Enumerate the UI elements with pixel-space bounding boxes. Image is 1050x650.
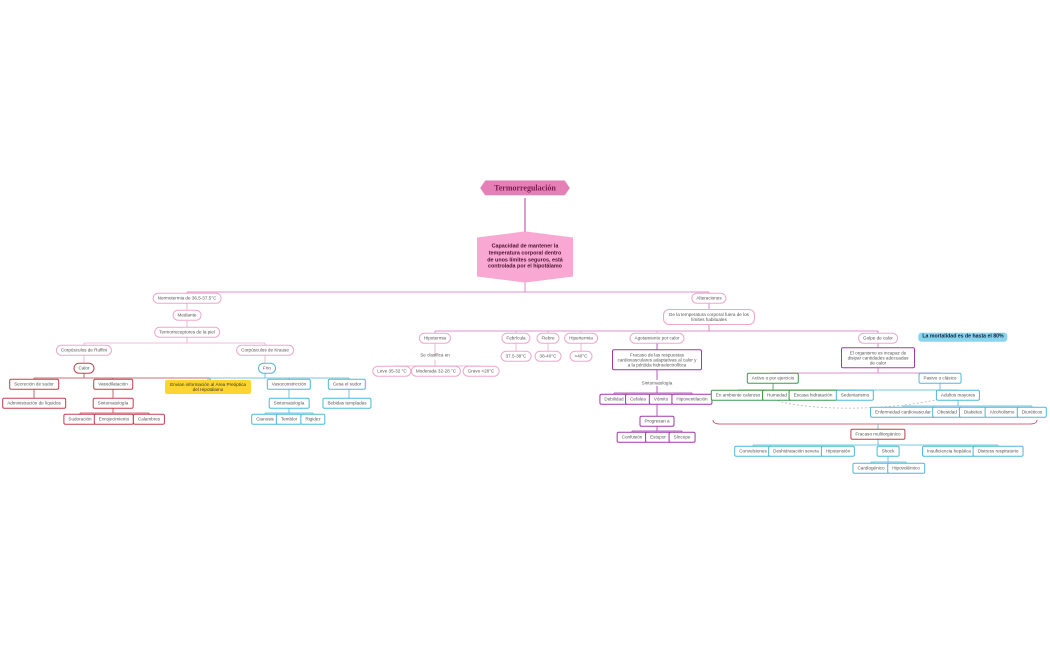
frio-node[interactable]: Frio (258, 362, 276, 374)
hipertermia-node[interactable]: Hipertermia (564, 332, 598, 344)
confusion-node[interactable]: Confusión (616, 431, 648, 443)
cardiogenico-node[interactable]: Cardiogénico (852, 462, 890, 474)
hipoventilacion-node[interactable]: Hipoventilación (671, 393, 713, 405)
hipotension-node[interactable]: Hipotensión (820, 445, 856, 457)
cefalea-node[interactable]: Cefalea (625, 393, 651, 405)
rigidez-node[interactable]: Rigidez (300, 413, 326, 425)
administracion-node[interactable]: Administración de líquidos (2, 397, 66, 409)
humedad-node[interactable]: Humedad (762, 389, 792, 401)
cesa-sudor-node[interactable]: Cesa el sudor (327, 378, 367, 390)
progresan-node[interactable]: Progresan a (639, 415, 675, 427)
alteraciones-definicion-node[interactable]: De la temperatura corporal fuera de los … (663, 309, 755, 325)
activo-node[interactable]: Activo o por ejercicio (746, 372, 800, 384)
sudoracion-node[interactable]: Sudoración (63, 413, 97, 425)
enfermedad-node[interactable]: Enfermedad cardiovascular (870, 406, 936, 418)
hidratacion-node[interactable]: Escasa hidratación (788, 389, 838, 401)
hipertermia-value-node[interactable]: >40°C (569, 350, 593, 362)
enrojecimiento-node[interactable]: Enrojecimiento (93, 413, 135, 425)
fracaso-respuestas-node[interactable]: Fracaso de las respuestas cardiovascular… (612, 349, 702, 371)
enviar-informacion-node[interactable]: Envían información al Área Preóptica del… (165, 380, 251, 394)
ambiente-node[interactable]: En ambiente caluroso (710, 389, 766, 401)
leve-node[interactable]: Leve 35-32 °C (372, 365, 412, 377)
calambres-node[interactable]: Calambres (132, 413, 166, 425)
mediante-node[interactable]: Mediante (172, 309, 202, 321)
moderada-node[interactable]: Moderada 32-28 °C (410, 365, 462, 377)
deshidratacion-node[interactable]: Deshidratación severa (768, 445, 824, 457)
sintomatologia-frio-node[interactable]: Sintomatología (268, 397, 310, 409)
adultos-node[interactable]: Adultos mayores (935, 389, 981, 401)
ruffini-node[interactable]: Corpúsculos de Ruffini (55, 344, 113, 356)
grave-node[interactable]: Grave <28°C (462, 365, 500, 377)
fiebre-value-node[interactable]: 38-40°C (534, 350, 562, 362)
normotermia-node[interactable]: Normotermia de 36.5-37.5°C (152, 292, 222, 304)
calor-node[interactable]: Calor (73, 362, 95, 374)
mortalidad-note[interactable]: La mortalidad es de hasta el 80% (918, 332, 1008, 342)
golpe-calor-node[interactable]: Golpe de calor (858, 332, 898, 344)
multiorganico-node[interactable]: Fracaso multiorgánico (850, 428, 906, 440)
se-clasifica-node: Se clasifica en (420, 352, 450, 358)
obesidad-node[interactable]: Obesidad (932, 406, 962, 418)
febricula-value-node[interactable]: 37.5-38°C (500, 350, 532, 362)
agotamiento-node[interactable]: Agotamiento por calor (629, 332, 685, 344)
bebidas-node[interactable]: Bebidas templadas (322, 397, 372, 409)
convulsiones-node[interactable]: Convulsiones (734, 445, 772, 457)
organismo-node[interactable]: El organismo es incapaz de disipar canti… (841, 347, 915, 369)
insuficiencia-node[interactable]: Insuficiencia hepática (922, 445, 976, 457)
pasivo-node[interactable]: Pasivo o clásico (918, 372, 962, 384)
vasoconstriccion-node[interactable]: Vasoconstricción (266, 378, 312, 390)
hipovolemico-node[interactable]: Hipovolémico (887, 462, 925, 474)
sintomatologia-agotamiento-node: Sintomatología (641, 380, 673, 386)
title-node[interactable]: Termorregulación (480, 180, 570, 196)
estupor-node[interactable]: Estupor (645, 431, 671, 443)
febricula-node[interactable]: Febrícula (501, 332, 531, 344)
sedentarismo-node[interactable]: Sedentarismo (835, 389, 875, 401)
definition-node[interactable]: Capacidad de mantener la temperatura cor… (477, 231, 573, 283)
vomito-node[interactable]: Vómito (648, 393, 674, 405)
diureticos-node[interactable]: Diuréticos (1016, 406, 1048, 418)
distress-node[interactable]: Distress respiratorio (972, 445, 1024, 457)
temblor-node[interactable]: Temblor (275, 413, 303, 425)
secrecion-node[interactable]: Secreción de sudor (9, 378, 59, 390)
sintomatologia-calor-node[interactable]: Sintomatología (92, 397, 134, 409)
sincope-node[interactable]: Síncope (668, 431, 696, 443)
hipotermia-node[interactable]: Hipotermia (418, 332, 452, 344)
fiebre-node[interactable]: Fiebre (536, 332, 560, 344)
diabetes-node[interactable]: Diabetes (958, 406, 988, 418)
termorreceptores-node[interactable]: Termorreceptores de la piel (154, 326, 220, 338)
cianosis-node[interactable]: Cianosis (251, 413, 279, 425)
alcoholismo-node[interactable]: Alcoholismo (984, 406, 1020, 418)
krause-node[interactable]: Corpúsculos de Krause (236, 344, 294, 356)
shock-node[interactable]: Shock (876, 445, 900, 457)
vasodilatacion-node[interactable]: Vasodilatación (93, 378, 133, 390)
alteraciones-node[interactable]: Alteraciones (691, 292, 727, 304)
